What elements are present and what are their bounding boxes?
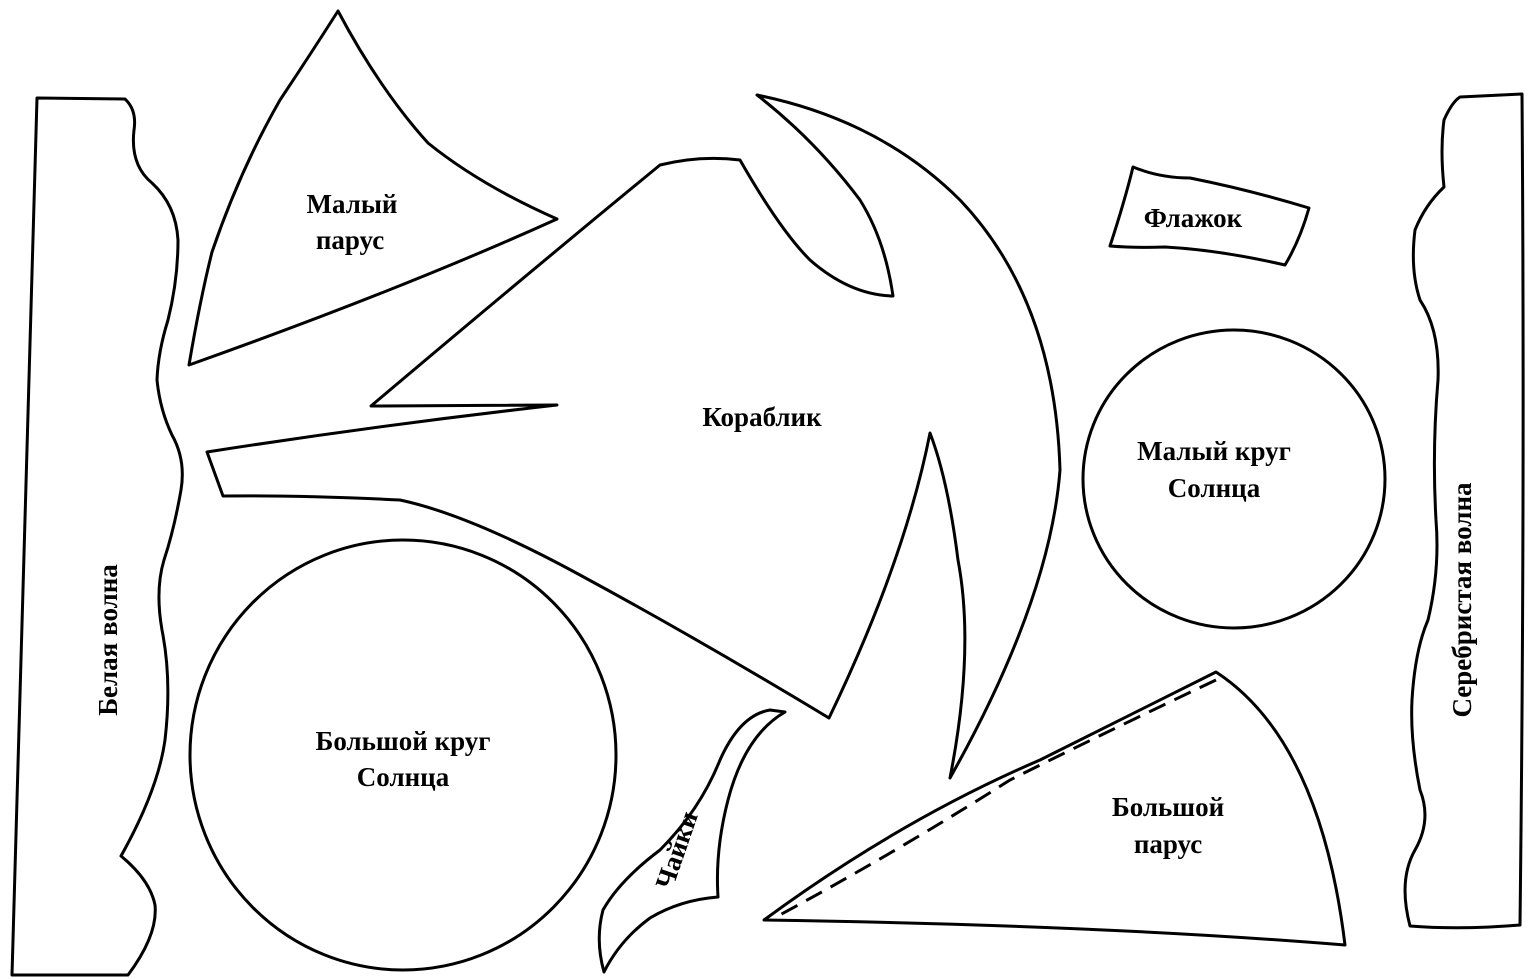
white-wave-label: Белая волна	[93, 564, 123, 716]
small-sun-circle-label-line2: Солнца	[1168, 473, 1261, 503]
white-wave-outline	[10, 96, 184, 977]
small-sail-label-line1: Малый	[306, 189, 397, 219]
big-sail-label-line2: парус	[1134, 829, 1202, 859]
boat-label: Кораблик	[702, 402, 822, 432]
seagulls-piece: Чайки	[597, 708, 787, 974]
small-sail-piece: Малый парус	[187, 9, 559, 367]
small-sail-outline	[187, 9, 559, 367]
silver-wave-label: Серебристая волна	[1447, 482, 1477, 718]
small-sail-label-line2: парус	[316, 225, 384, 255]
boat-piece: Кораблик	[205, 93, 1062, 780]
flag-piece: Флажок	[1108, 165, 1311, 267]
small-sun-circle-outline	[1081, 328, 1387, 630]
small-sun-circle-label-line1: Малый круг	[1137, 436, 1291, 466]
big-sun-circle-label-line1: Большой круг	[316, 726, 491, 756]
flag-label: Флажок	[1144, 203, 1243, 233]
silver-wave-outline	[1403, 92, 1525, 930]
big-sail-outline	[762, 670, 1347, 947]
big-sail-label-line1: Большой	[1112, 792, 1224, 822]
boat-outline	[205, 93, 1062, 780]
big-sun-circle-label-line2: Солнца	[357, 762, 450, 792]
silver-wave-piece: Серебристая волна	[1403, 92, 1525, 930]
big-sail-piece: Большой парус	[762, 670, 1347, 947]
big-sun-circle-piece: Большой круг Солнца	[188, 538, 618, 972]
flag-outline	[1108, 165, 1311, 267]
big-sun-circle-outline	[188, 538, 618, 972]
white-wave-piece: Белая волна	[10, 96, 184, 977]
seagulls-outline	[597, 708, 787, 974]
big-sail-fold-line	[777, 678, 1217, 918]
small-sun-circle-piece: Малый круг Солнца	[1081, 328, 1387, 630]
